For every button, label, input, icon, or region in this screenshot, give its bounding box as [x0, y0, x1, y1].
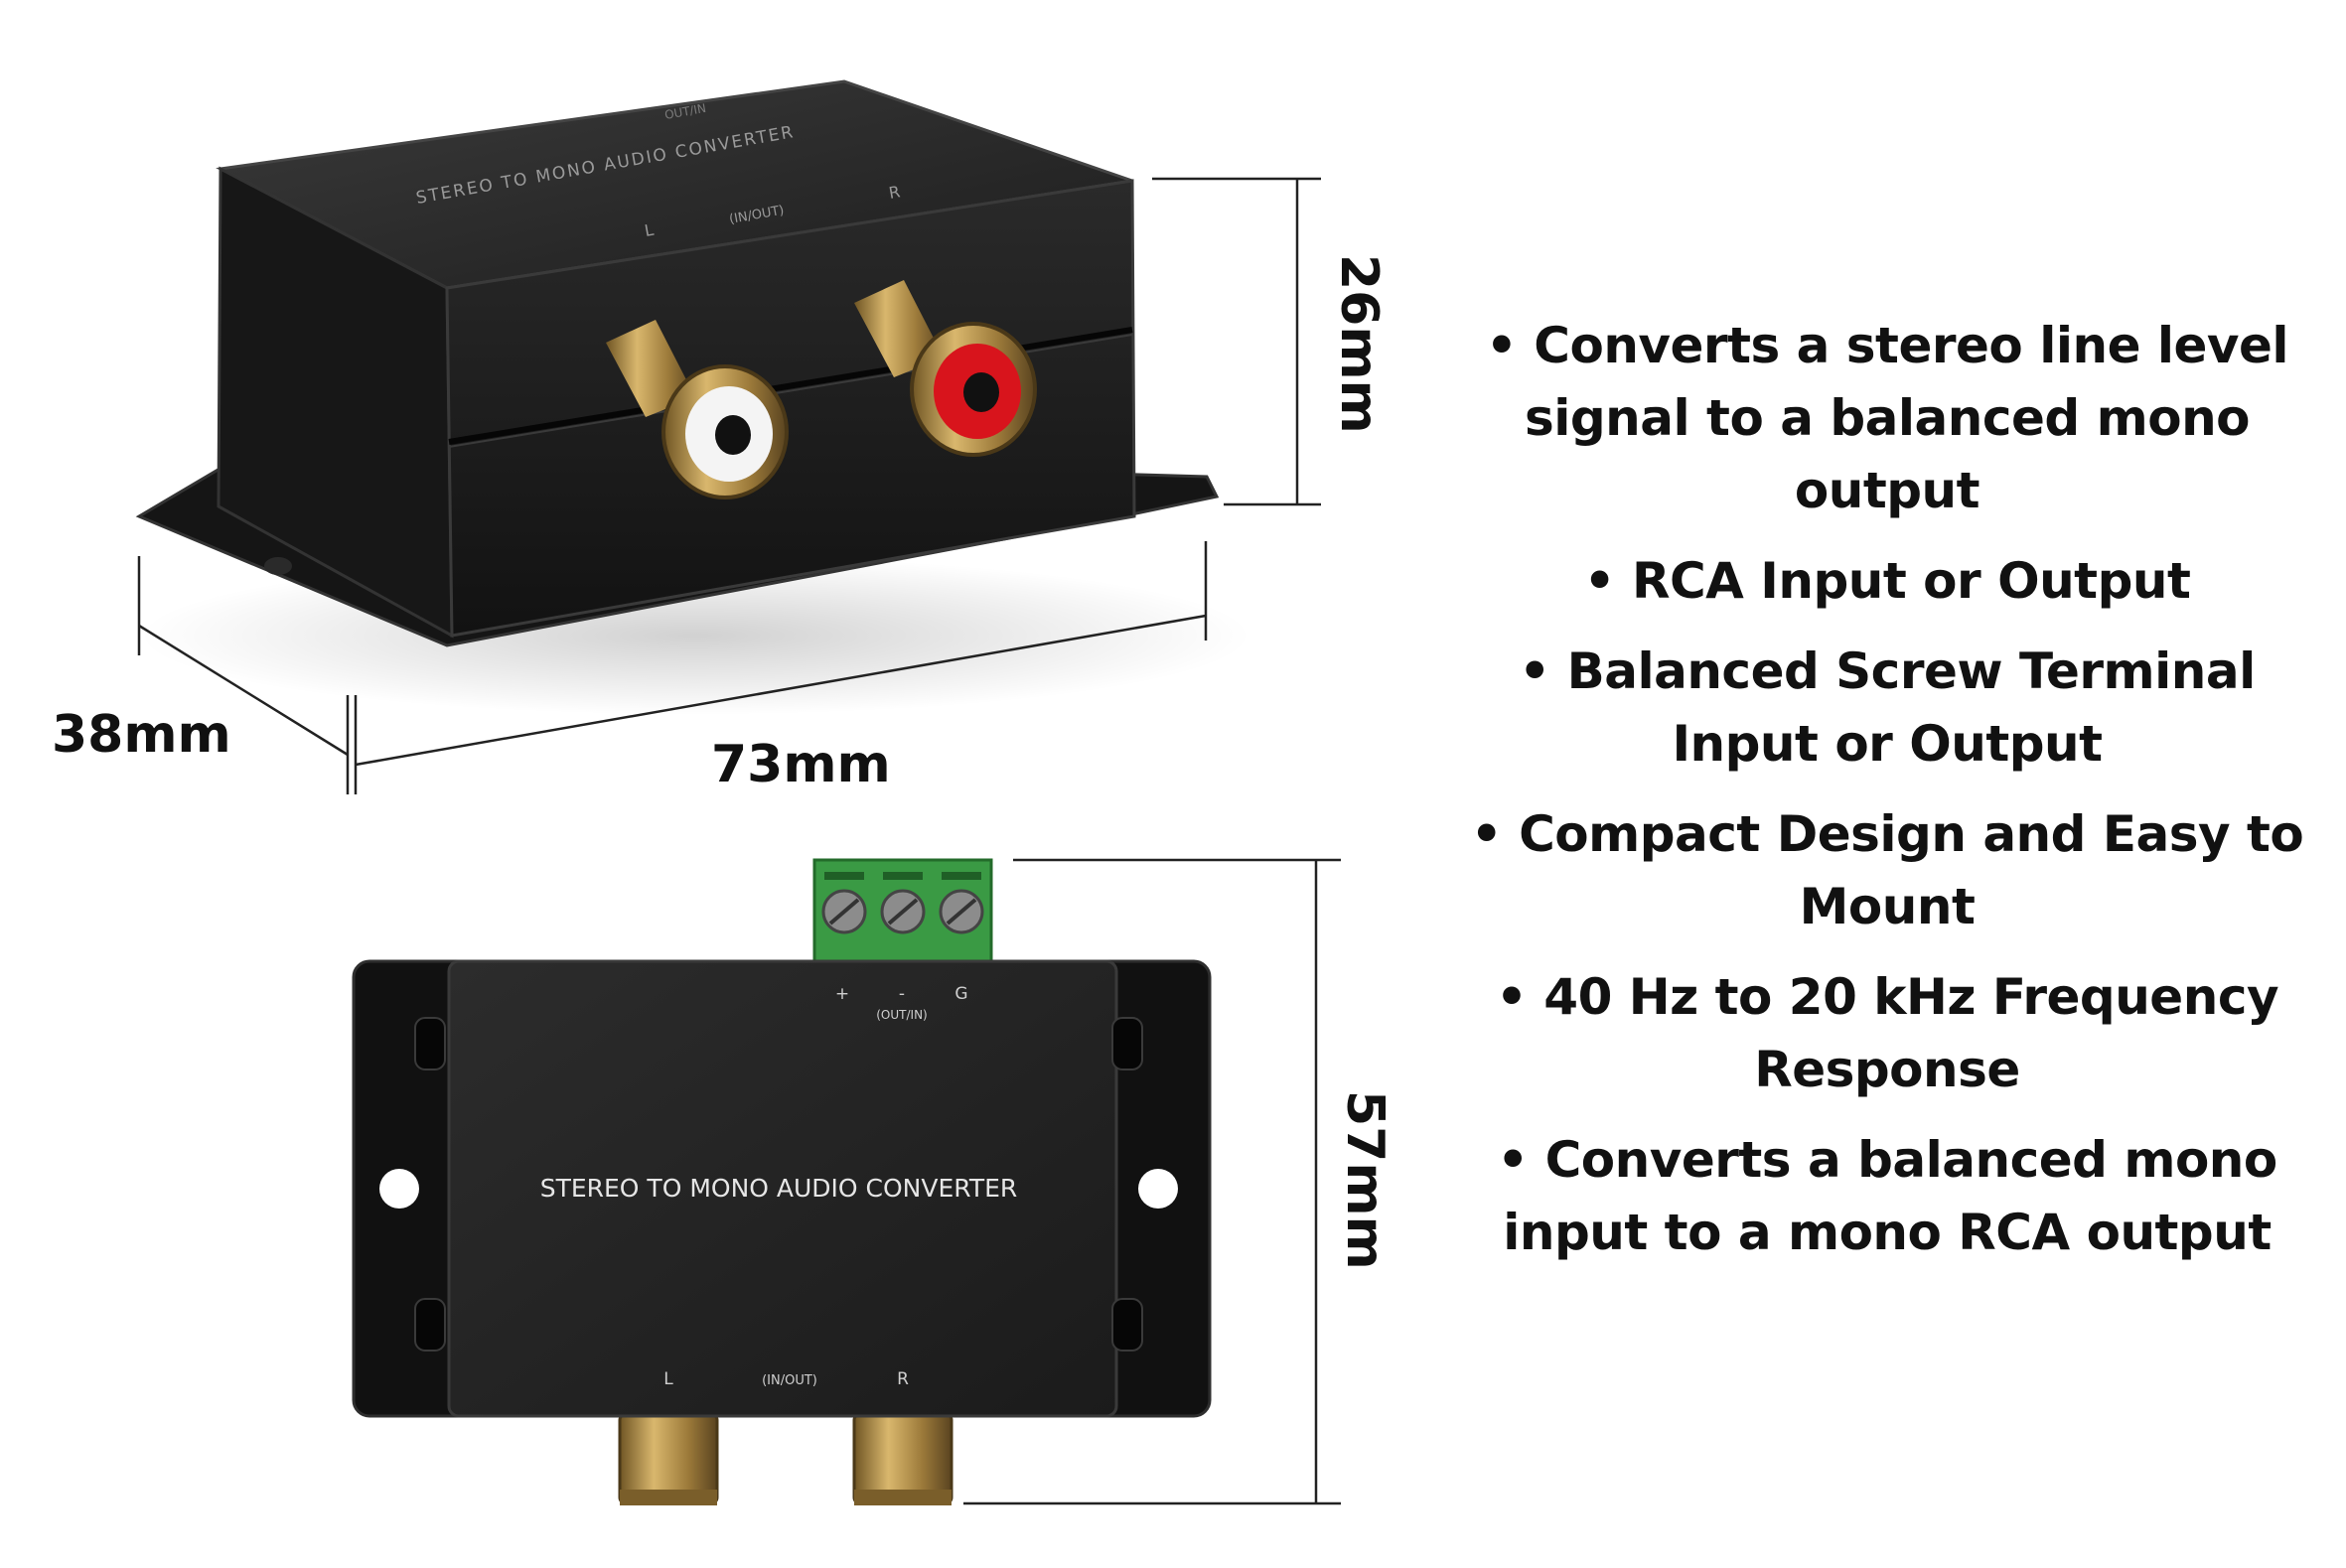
plan-rca-left: L [663, 1369, 673, 1389]
mount-slot-icon [414, 1298, 446, 1352]
mount-slot-icon [414, 1017, 446, 1070]
rca-jack-plan-right [852, 1412, 953, 1505]
lid-label-left: L [643, 220, 655, 240]
plan-device: + - G (OUT/IN) STEREO TO MONO AUDIO CONV… [352, 858, 1212, 1505]
mount-hole-icon [264, 557, 292, 575]
dimension-length-label: 57mm [1335, 1090, 1394, 1270]
feature-item: • Compact Design and Easy to Mount [1470, 805, 2304, 935]
plan-rca-mid: (IN/OUT) [762, 1373, 817, 1388]
perspective-device: STEREO TO MONO AUDIO CONVERTER L (IN/OUT… [135, 79, 1251, 715]
plan-title: STEREO TO MONO AUDIO CONVERTER [540, 1174, 1018, 1203]
enclosure [447, 959, 1118, 1418]
plan-terminal-minus: - [899, 984, 905, 1004]
plan-terminal-plus: + [835, 984, 849, 1004]
lid-label-right: R [887, 182, 901, 203]
plan-terminal-ground: G [954, 984, 967, 1004]
rca-jack-white [606, 320, 789, 499]
feature-item: • Balanced Screw Terminal Input or Outpu… [1519, 642, 2256, 773]
mount-hole-icon [1138, 1169, 1178, 1209]
rca-jack-plan-left [618, 1412, 719, 1505]
dimension-lines-plan [963, 858, 1341, 1505]
dimension-lines-top [137, 177, 1321, 794]
terminal-block [812, 858, 993, 963]
plan-terminal-note: (OUT/IN) [876, 1008, 927, 1022]
mount-slot-icon [1111, 1017, 1143, 1070]
feature-item: • Converts a stereo line level signal to… [1485, 317, 2289, 519]
feature-item: • RCA Input or Output [1583, 552, 2191, 610]
dimension-height-label: 26mm [1329, 254, 1389, 434]
feature-item: • 40 Hz to 20 kHz Frequency Response [1495, 968, 2279, 1098]
box-front [445, 179, 1136, 638]
plan-rca-right: R [897, 1369, 909, 1389]
mount-slot-icon [1111, 1298, 1143, 1352]
mount-hole-icon [379, 1169, 419, 1209]
dimension-depth-label: 38mm [52, 705, 231, 765]
feature-item: • Converts a balanced mono input to a mo… [1497, 1131, 2277, 1261]
rca-jack-red [854, 280, 1037, 457]
dimension-width-label: 73mm [711, 735, 891, 794]
feature-list: • Converts a stereo line level signal to… [1470, 310, 2304, 1287]
